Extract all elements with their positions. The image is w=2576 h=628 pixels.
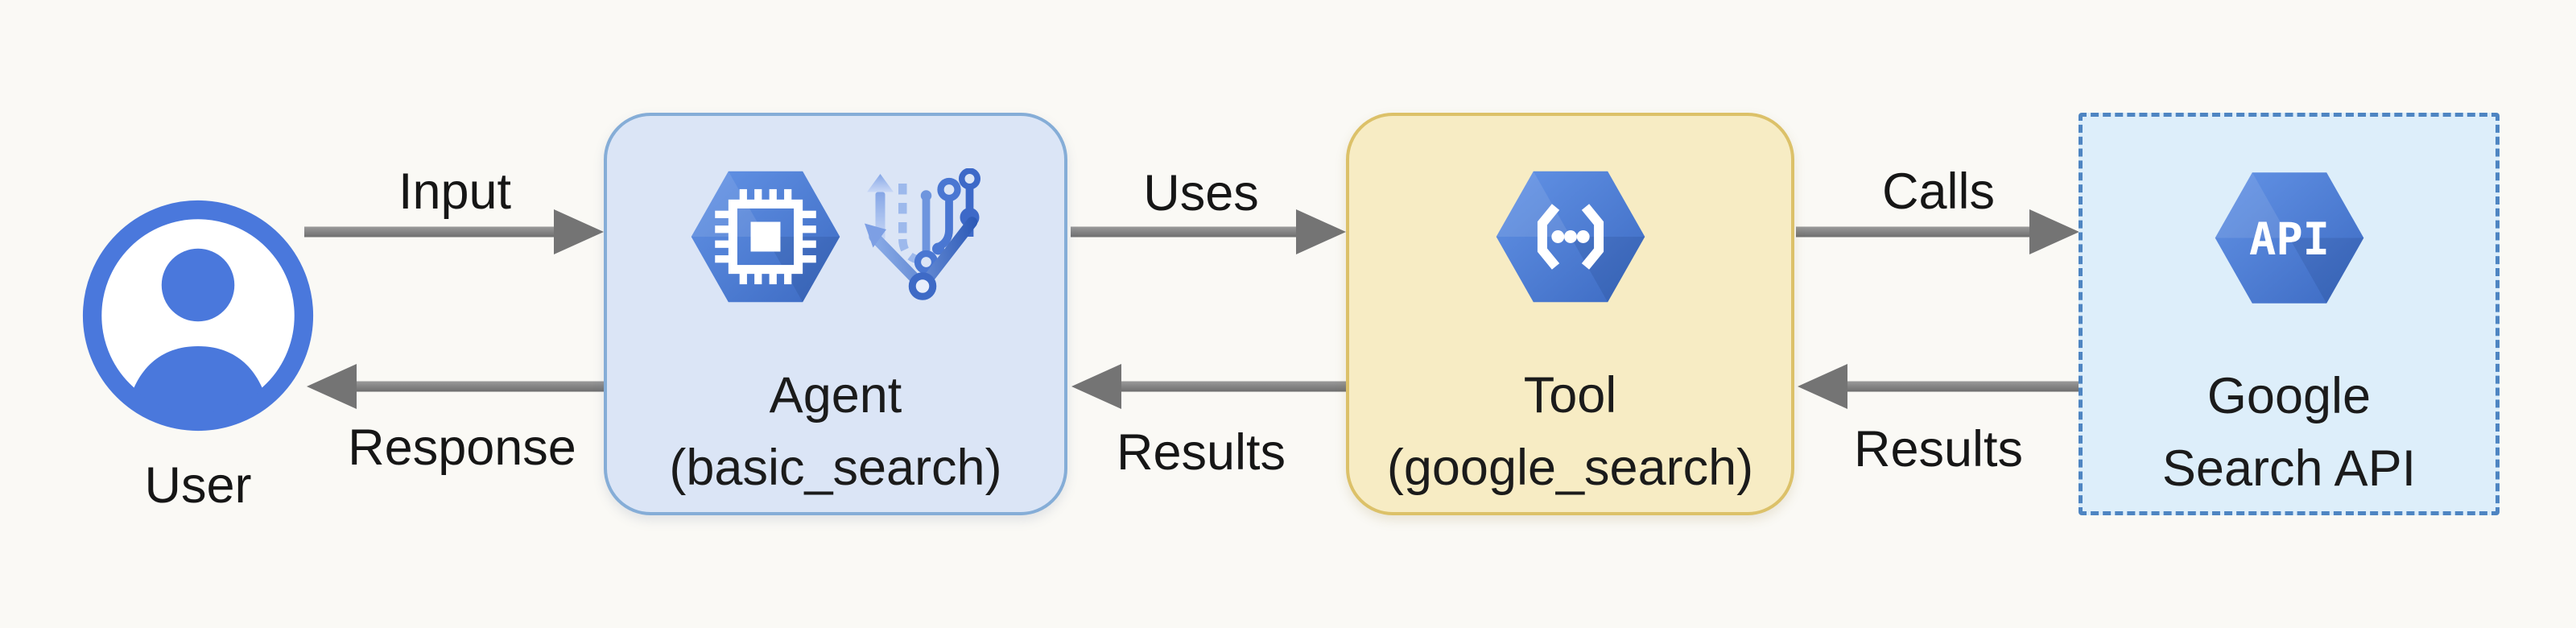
user-label: User <box>144 457 252 514</box>
api-title-line2: Search API <box>2161 440 2417 497</box>
google-search-api-node: API Google Search API <box>2079 113 2500 515</box>
tool-title: Tool <box>1523 367 1617 423</box>
results-api-to-tool-arrow <box>1798 364 2079 409</box>
api-title-line1: Google <box>2207 368 2372 424</box>
brackets-dots-glyph <box>1537 204 1604 270</box>
tool-icon-row <box>1349 160 1791 313</box>
api-glyph-text: API <box>2248 213 2329 265</box>
agent-icon-row <box>607 160 1064 313</box>
response-edge-label: Response <box>348 419 576 476</box>
tool-label: Tool (google_search) <box>1349 359 1791 504</box>
uses-arrow <box>1071 209 1346 254</box>
user-node <box>80 198 316 437</box>
account-circle-icon <box>82 200 314 432</box>
calls-arrow <box>1796 209 2079 254</box>
results-api-to-tool-edge-label: Results <box>1853 421 2024 477</box>
agent-subtitle: (basic_search) <box>669 440 1002 496</box>
tool-node: Tool (google_search) <box>1346 113 1794 515</box>
api-label: Google Search API <box>2083 360 2496 505</box>
api-hexagon-icon: API <box>2215 171 2363 304</box>
agent-node: Agent (basic_search) <box>604 113 1067 515</box>
tool-subtitle: (google_search) <box>1386 440 1754 496</box>
input-arrow <box>304 209 604 254</box>
api-icon-row: API <box>2083 161 2496 314</box>
cloud-functions-hexagon-icon <box>1496 171 1645 303</box>
uses-edge-label: Uses <box>1143 165 1259 221</box>
cloud-ai-chip-hexagon-icon <box>691 171 840 303</box>
cpu-chip-glyph <box>715 188 816 285</box>
agent-label: Agent (basic_search) <box>607 359 1064 504</box>
calls-edge-label: Calls <box>1881 163 1996 220</box>
vertex-ai-branching-icon <box>865 168 980 300</box>
input-edge-label: Input <box>398 163 512 220</box>
results-tool-to-agent-arrow <box>1071 364 1348 409</box>
results-tool-to-agent-edge-label: Results <box>1116 424 1286 481</box>
response-arrow <box>307 364 605 409</box>
agent-title: Agent <box>769 367 902 423</box>
